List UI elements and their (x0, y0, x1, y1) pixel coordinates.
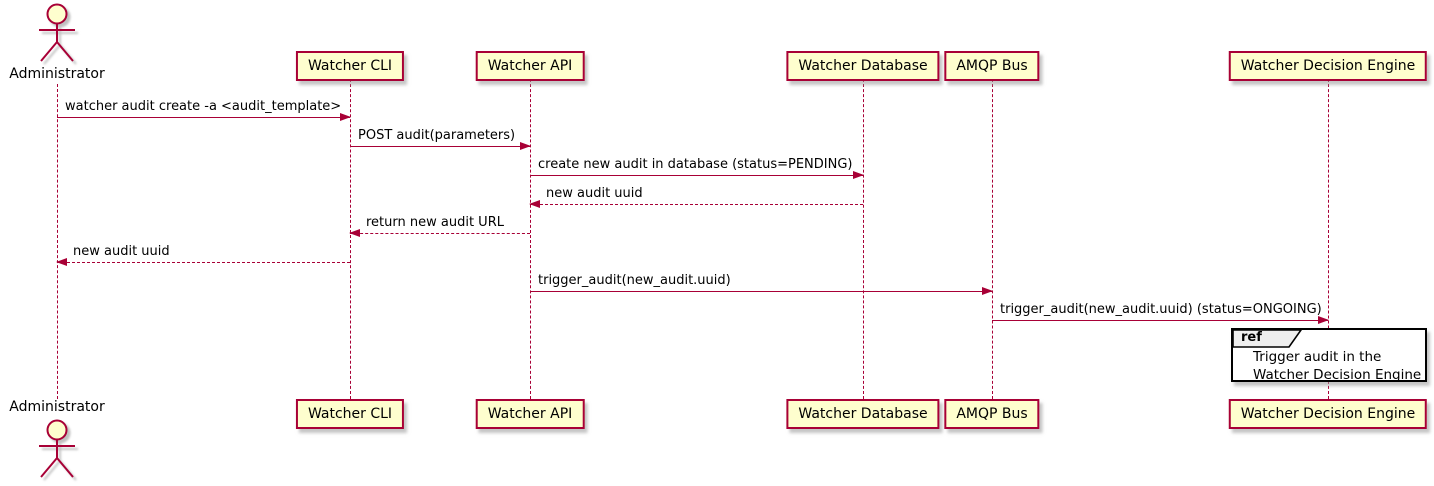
lifeline-watcher-decision-engine (1328, 79, 1329, 399)
ref-keyword: ref (1241, 330, 1262, 345)
arrowhead-icon (340, 113, 351, 121)
participant-watcher-database-top: Watcher Database (786, 51, 940, 81)
arrowhead-icon (529, 200, 540, 208)
message-line (530, 175, 863, 176)
participant-amqp-bus-top: AMQP Bus (944, 51, 1040, 81)
message-line (530, 291, 992, 292)
message-label: POST audit(parameters) (358, 128, 516, 143)
participant-amqp-bus-bottom: AMQP Bus (944, 399, 1040, 429)
participant-watcher-api-top: Watcher API (475, 51, 585, 81)
message-line (57, 262, 350, 263)
actor-label-bottom: Administrator (9, 399, 105, 415)
participant-watcher-cli-top: Watcher CLI (295, 51, 405, 81)
arrowhead-icon (520, 142, 531, 150)
message-label: create new audit in database (status=PEN… (538, 157, 853, 172)
ref-text-line1: Trigger audit in the (1253, 349, 1382, 365)
actor-icon-bottom (39, 419, 75, 478)
lifeline-watcher-api (530, 79, 531, 399)
message-label: new audit uuid (73, 244, 170, 259)
message-label: new audit uuid (546, 186, 643, 201)
ref-pentagon-icon (1233, 330, 1302, 348)
message-label: watcher audit create -a <audit_template> (65, 99, 342, 114)
message-line (57, 117, 350, 118)
ref-text: Trigger audit in the Watcher Decision En… (1253, 348, 1421, 384)
actor-icon (39, 3, 75, 62)
actor-label-top: Administrator (9, 66, 105, 82)
message-label: trigger_audit(new_audit.uuid) (status=ON… (1000, 302, 1322, 317)
lifeline-watcher-database (863, 79, 864, 399)
lifeline-administrator (57, 84, 58, 399)
arrowhead-icon (349, 229, 360, 237)
arrowhead-icon (982, 287, 993, 295)
ref-text-line2: Watcher Decision Engine (1253, 367, 1422, 383)
arrowhead-icon (1318, 316, 1329, 324)
message-line (992, 320, 1328, 321)
participant-watcher-database-bottom: Watcher Database (786, 399, 940, 429)
message-line (350, 146, 530, 147)
participant-watcher-cli-bottom: Watcher CLI (295, 399, 405, 429)
arrowhead-icon (56, 258, 67, 266)
participant-watcher-api-bottom: Watcher API (475, 399, 585, 429)
ref-fragment: ref Trigger audit in the Watcher Decisio… (1231, 328, 1427, 384)
lifeline-amqp-bus (992, 79, 993, 399)
message-label: trigger_audit(new_audit.uuid) (538, 273, 731, 288)
participant-watcher-decision-engine-bottom: Watcher Decision Engine (1228, 399, 1428, 429)
participant-watcher-decision-engine-top: Watcher Decision Engine (1228, 51, 1428, 81)
lifeline-watcher-cli (350, 79, 351, 399)
message-label: return new audit URL (366, 215, 504, 230)
message-line (530, 204, 863, 205)
message-line (350, 233, 530, 234)
arrowhead-icon (853, 171, 864, 179)
